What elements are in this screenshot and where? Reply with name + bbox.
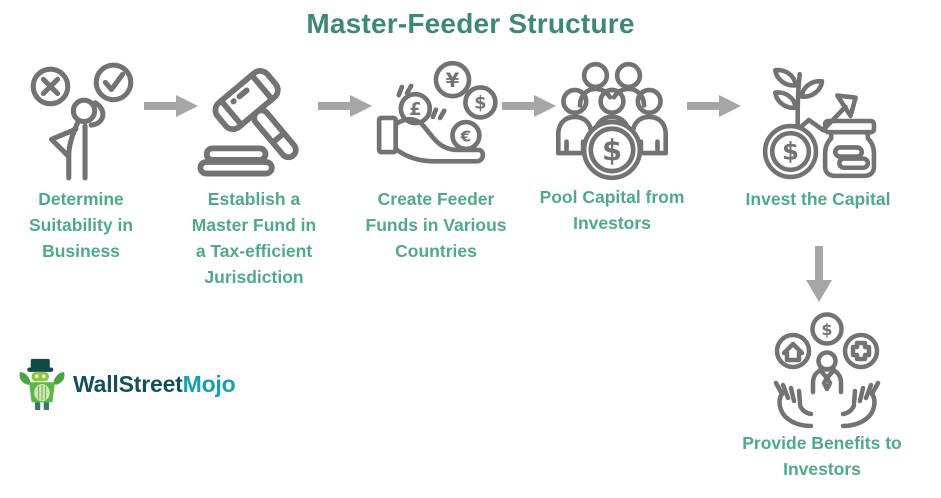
step-label-5: Invest the Capital — [745, 189, 891, 209]
flow-arrow-right-1 — [144, 95, 198, 122]
hand-currencies-icon: ¥ £ $ € — [375, 58, 499, 182]
wallstreetmojo-wordmark: WallStreetMojo — [73, 370, 236, 398]
svg-text:$: $ — [782, 137, 799, 166]
svg-text:$: $ — [602, 133, 622, 167]
step-label-3: Create Feeder Funds in Various Countries — [365, 189, 507, 261]
svg-text:$: $ — [821, 320, 832, 339]
step-label-6: Provide Benefits to Investors — [742, 433, 902, 479]
wallstreetmojo-mascot-icon — [19, 358, 65, 410]
svg-text:£: £ — [409, 100, 421, 120]
flow-arrow-right-2 — [318, 95, 372, 122]
wordmark-primary: WallStreet — [73, 370, 183, 397]
step-label-4: Pool Capital from Investors — [539, 187, 685, 233]
confused-person-check-cross-icon — [22, 58, 144, 182]
gavel-icon — [192, 58, 318, 182]
wordmark-accent: Mojo — [182, 370, 236, 397]
flow-arrow-down — [806, 246, 832, 307]
svg-text:€: € — [460, 128, 472, 146]
flow-arrow-right-4 — [687, 95, 741, 122]
step-label-2: Establish a Master Fund in a Tax-efficie… — [191, 189, 317, 287]
hands-offering-benefits-icon: $ — [765, 312, 889, 430]
investor-group-coin-icon: $ — [550, 60, 674, 182]
flow-arrow-right-3 — [502, 95, 556, 122]
wallstreetmojo-logo: WallStreetMojo — [16, 356, 236, 412]
svg-text:$: $ — [474, 94, 486, 114]
plant-growth-coin-jar-icon: $ — [754, 62, 882, 182]
svg-text:¥: ¥ — [446, 69, 460, 92]
page-title: Master-Feeder Structure — [306, 8, 635, 39]
step-label-1: Determine Suitability in Business — [28, 189, 134, 261]
